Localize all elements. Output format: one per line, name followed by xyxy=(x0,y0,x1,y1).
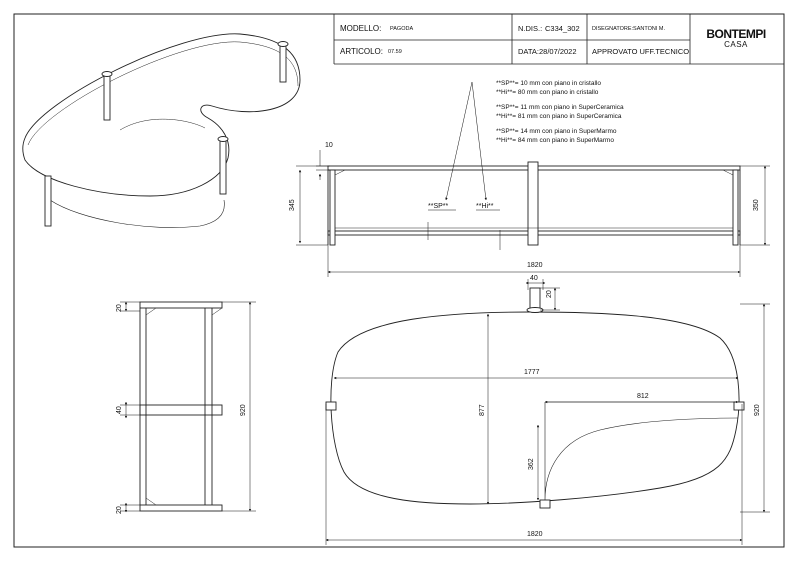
top-view-dimensions xyxy=(325,279,770,545)
brand-logo: BONTEMPI CASA xyxy=(700,28,772,50)
top-dim-leg: 40 xyxy=(530,275,538,282)
side-view-dimensions xyxy=(120,301,256,513)
modello-value: PAGODA xyxy=(390,26,414,32)
articolo-value: 07.59 xyxy=(388,49,402,55)
brand-main: BONTEMPI xyxy=(706,27,766,41)
approved-label: APPROVATO UFF.TECNICO xyxy=(592,47,690,56)
side-dim-bottom: 20 xyxy=(116,506,123,514)
front-view xyxy=(327,161,741,246)
label-sp: **SP** xyxy=(428,203,449,210)
dimension-labels: 10 345 350 1820 **SP** **Hi** 20 40 20 9… xyxy=(116,142,761,538)
designer-label: DISEGNATORE:SANTONI M. xyxy=(592,26,666,32)
note-line-6: **Hi**= 84 mm con piano in SuperMarmo xyxy=(496,136,614,144)
top-dim-width: 1820 xyxy=(527,531,543,538)
ndis-label: N.DIS.: xyxy=(518,24,543,33)
front-dim-right-height: 350 xyxy=(753,199,760,211)
top-dim-inner-depth: 877 xyxy=(479,404,486,416)
side-dim-mid: 40 xyxy=(116,406,123,414)
front-dim-top: 10 xyxy=(325,142,333,149)
date-label: DATA:28/07/2022 xyxy=(518,47,577,56)
front-dim-width: 1820 xyxy=(527,262,543,269)
top-dim-cut-width: 812 xyxy=(637,393,649,400)
brand-sub: CASA xyxy=(724,40,748,49)
side-dim-depth: 920 xyxy=(240,404,247,416)
front-view-dimensions xyxy=(296,81,770,277)
perspective-view xyxy=(22,33,301,228)
note-line-1: **SP**= 10 mm con piano in cristallo xyxy=(496,80,601,87)
side-dim-top: 20 xyxy=(116,304,123,312)
articolo-label: ARTICOLO: xyxy=(340,47,383,56)
top-dim-inner-width: 1777 xyxy=(524,369,540,376)
note-line-5: **SP**= 14 mm con piano in SuperMarmo xyxy=(496,128,617,136)
top-dim-depth: 920 xyxy=(754,404,761,416)
top-dim-leg-h: 20 xyxy=(546,290,553,298)
top-view xyxy=(325,287,745,509)
note-line-2: **Hi**= 80 mm con piano in cristallo xyxy=(496,88,599,96)
note-line-3: **SP**= 11 mm con piano in SuperCeramica xyxy=(496,104,624,112)
front-dim-left-height: 345 xyxy=(289,199,296,211)
label-hi: **Hi** xyxy=(476,203,494,210)
thickness-notes: **SP**= 10 mm con piano in cristallo **H… xyxy=(496,80,624,146)
modello-label: MODELLO: xyxy=(340,24,382,33)
top-dim-cut-depth: 362 xyxy=(528,458,535,470)
ndis-value: C334_302 xyxy=(545,24,580,33)
side-view xyxy=(139,301,223,512)
note-line-4: **Hi**= 81 mm con piano in SuperCeramica xyxy=(496,112,622,120)
sheet-frame xyxy=(13,13,785,548)
title-block-grid xyxy=(333,14,784,65)
